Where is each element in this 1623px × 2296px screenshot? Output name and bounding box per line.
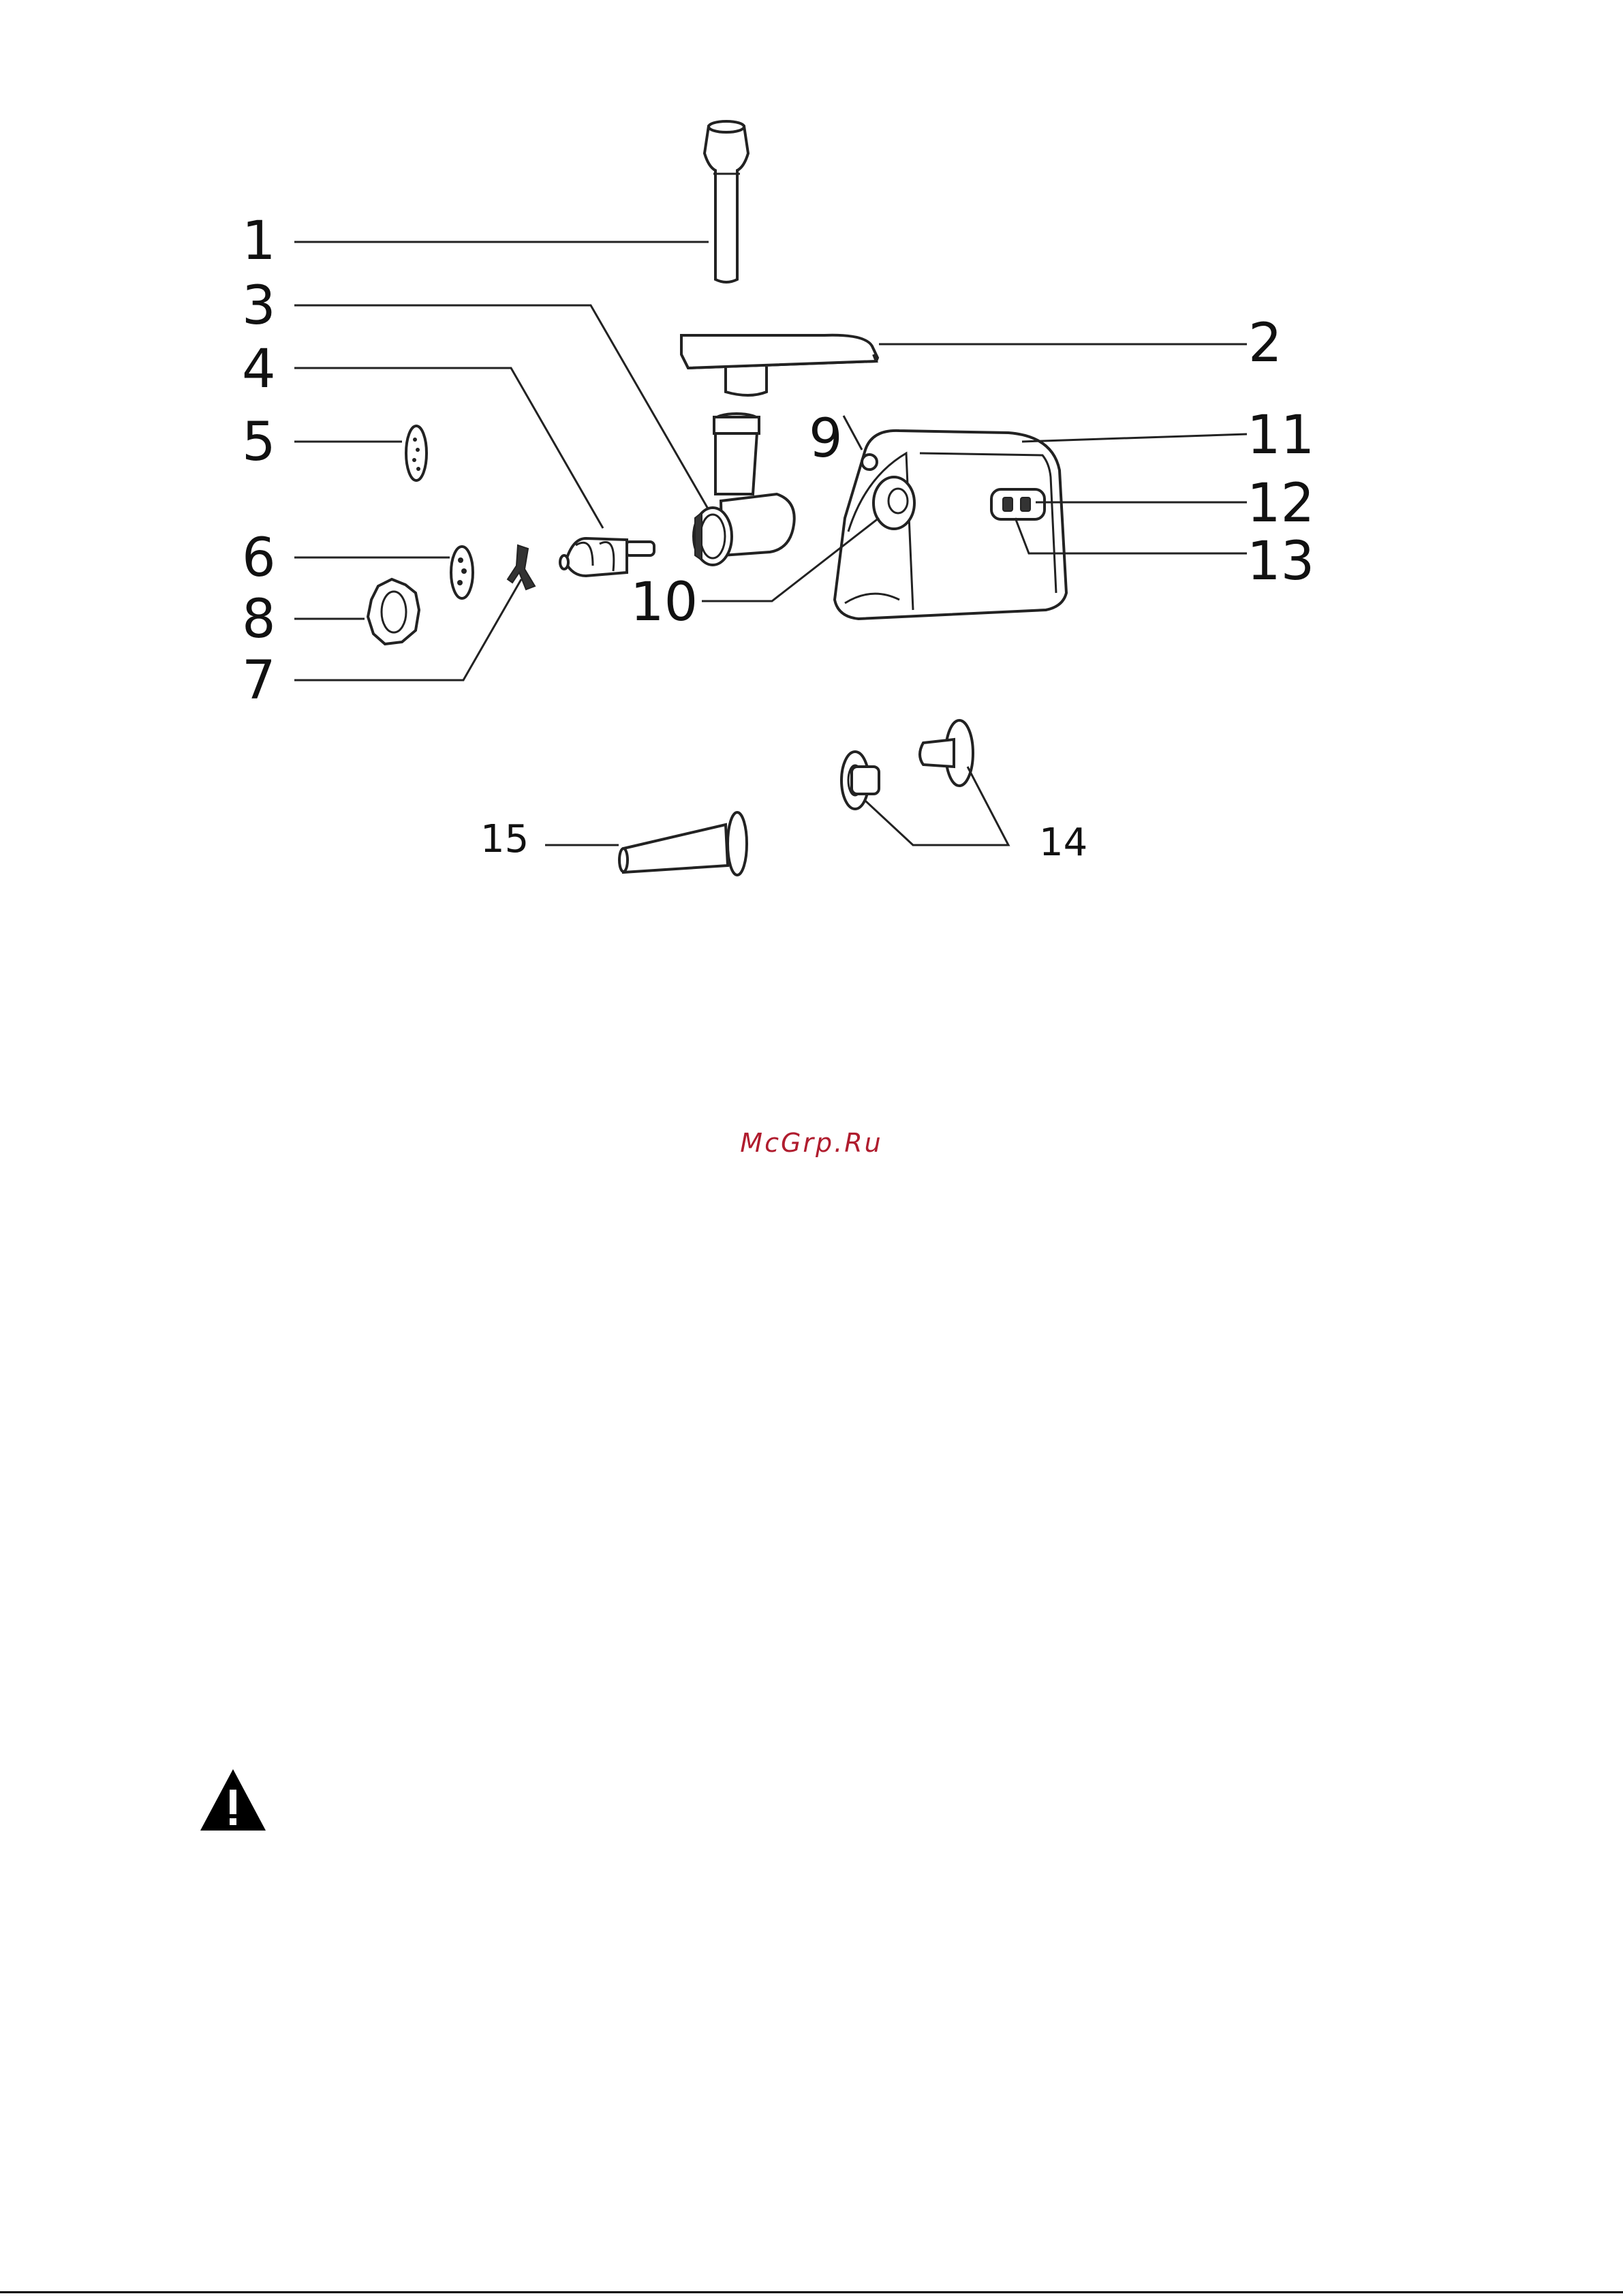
part-fine-plate	[406, 426, 427, 480]
callout-12: 12	[1247, 473, 1314, 534]
part-coarse-plate	[451, 547, 473, 598]
callout-8: 8	[242, 589, 276, 650]
page-bottom-rule	[0, 2291, 1623, 2293]
part-fixing-ring	[368, 579, 419, 644]
part-cutting-blade	[508, 545, 535, 590]
callout-4: 4	[242, 339, 276, 400]
part-feeding-tray	[681, 335, 878, 395]
callout-2: 2	[1248, 313, 1282, 374]
callout-5: 5	[242, 412, 276, 473]
watermark: McGrp.Ru	[0, 1128, 1623, 1158]
callout-10: 10	[630, 572, 698, 633]
part-pusher	[705, 121, 748, 282]
callout-9: 9	[809, 408, 843, 470]
warning-triangle-icon	[199, 1768, 267, 1833]
callout-1: 1	[242, 211, 276, 272]
part-grinder-head	[694, 414, 794, 565]
callout-6: 6	[242, 527, 276, 589]
callout-15: 15	[480, 817, 529, 861]
meat-grinder-parts-diagram: 1 2 3 4 5 6 7 8 9 10 11 12 13 14 15	[0, 0, 1623, 906]
callout-13: 13	[1247, 531, 1314, 592]
callout-11: 11	[1247, 405, 1314, 466]
part-auger-screw	[560, 538, 654, 576]
callout-7: 7	[242, 650, 276, 711]
part-sausage-nozzle	[619, 812, 747, 875]
callout-14: 14	[1039, 821, 1087, 865]
callout-3: 3	[242, 275, 276, 337]
part-kebbe-attachment	[841, 720, 973, 809]
